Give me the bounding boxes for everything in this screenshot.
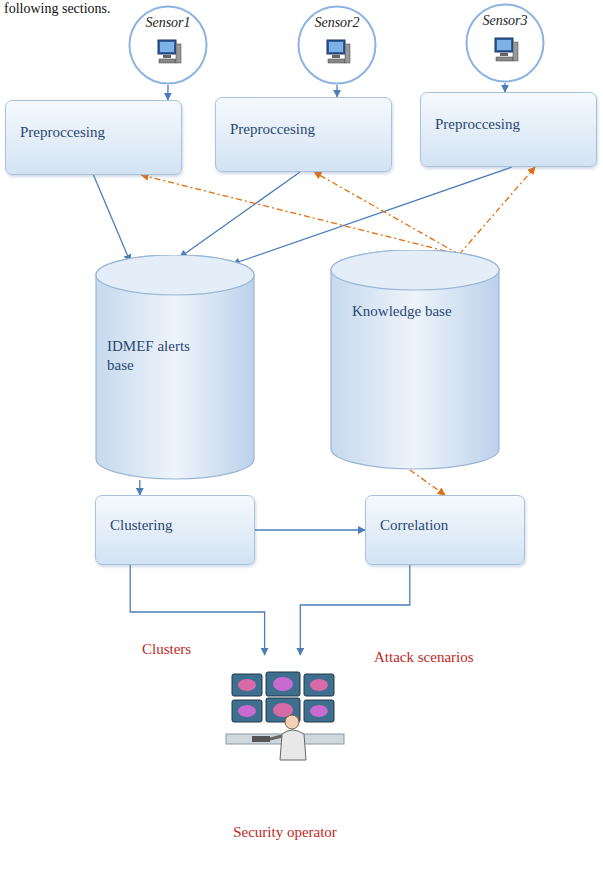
node-text: Sensor3: [465, 12, 545, 30]
database-cylinder: Knowledge base: [330, 250, 500, 470]
flow-arrow: [167, 85, 168, 100]
node-text: IDMEF alerts base: [107, 337, 215, 375]
process-box: Preproccesing: [5, 100, 182, 175]
knowledge-link: [141, 175, 459, 254]
process-box: Preproccesing: [215, 97, 392, 172]
cylinder-outline: [330, 250, 500, 470]
knowledge-link: [314, 172, 459, 254]
node-text: Clustering: [110, 516, 246, 535]
knowledge-link: [459, 167, 535, 254]
flow-arrow: [255, 529, 365, 530]
operator-illustration: [222, 670, 348, 762]
node-text: Knowledge base: [352, 302, 486, 321]
knowledge-link: [410, 470, 445, 495]
node-text: Preproccesing: [20, 123, 173, 142]
process-box: Correlation: [365, 495, 525, 565]
edge-label: Attack scenarios: [372, 648, 476, 667]
node-text: Correlation: [380, 516, 516, 535]
text-fragment: following sections.: [4, 0, 111, 18]
computer-icon: [325, 38, 351, 66]
flow-arrow: [300, 565, 410, 655]
flow-arrow: [139, 480, 140, 495]
process-box: Preproccesing: [420, 92, 597, 167]
computer-icon: [493, 36, 519, 64]
node-text: Preproccesing: [230, 120, 383, 139]
node-text: Preproccesing: [435, 115, 588, 134]
flow-arrow: [504, 83, 505, 92]
edge-label: Clusters: [140, 640, 193, 659]
node-text: Sensor2: [297, 14, 377, 32]
flow-arrow: [180, 172, 300, 257]
database-cylinder: IDMEF alerts base: [95, 255, 255, 480]
flow-arrow: [94, 175, 131, 262]
flow-arrow: [233, 167, 512, 264]
node-text: Sensor1: [128, 14, 208, 32]
process-box: Clustering: [95, 495, 255, 565]
node-text: Security operator: [200, 823, 370, 842]
computer-icon: [156, 38, 182, 66]
flow-arrow: [336, 85, 337, 97]
